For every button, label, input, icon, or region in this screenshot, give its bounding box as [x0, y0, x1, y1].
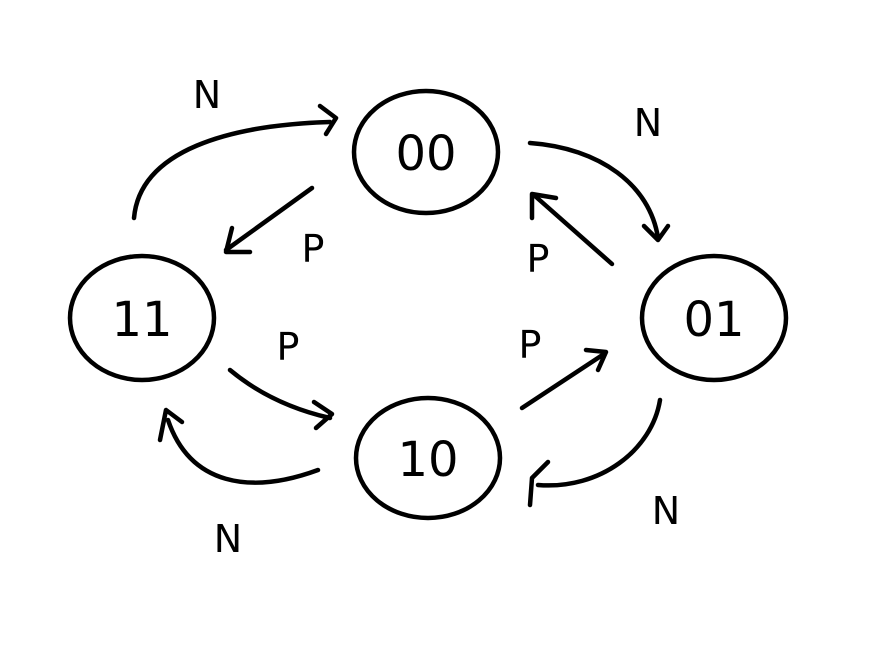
- state-node-10: 10: [353, 395, 503, 521]
- transition-01-to-10-N: N: [527, 397, 680, 533]
- edge-label-11-00: N: [193, 73, 221, 117]
- arrowhead-11-10: [311, 399, 335, 431]
- arrow-00-01: [527, 140, 661, 241]
- state-label-00: 00: [395, 126, 456, 182]
- arrow-00-11: [223, 185, 315, 253]
- edge-label-10-11: N: [214, 517, 242, 561]
- state-circle-00: [351, 88, 501, 216]
- transition-10-to-01-P: P: [519, 323, 609, 411]
- arrowhead-10-11: [157, 407, 185, 443]
- arrow-10-11: [165, 417, 321, 485]
- arrowhead-01-10: [527, 459, 551, 508]
- arrowhead-00-01: [641, 223, 671, 243]
- state-node-11: 11: [67, 253, 217, 383]
- edge-label-01-00: P: [527, 237, 550, 281]
- arrowhead-10-01: [583, 347, 609, 373]
- arrowhead-11-00: [317, 103, 339, 137]
- transition-00-to-01-N: N: [527, 101, 671, 243]
- edge-label-00-11: P: [302, 227, 325, 271]
- state-label-01: 01: [683, 292, 744, 348]
- transition-11-to-00-N: N: [131, 73, 339, 221]
- arrowhead-00-11: [223, 225, 253, 255]
- arrow-01-10: [535, 397, 663, 488]
- state-label-11: 11: [111, 292, 172, 348]
- state-circle-11: [67, 253, 217, 383]
- edge-label-10-01: P: [519, 323, 542, 367]
- state-label-10: 10: [397, 432, 458, 488]
- transition-10-to-11-N: N: [157, 407, 321, 561]
- state-node-00: 00: [351, 88, 501, 216]
- edge-label-00-01: N: [634, 101, 662, 145]
- state-circle-10: [353, 395, 503, 521]
- state-node-01: 01: [639, 253, 789, 383]
- arrowhead-01-00: [529, 191, 559, 221]
- arrow-11-10: [227, 367, 333, 421]
- arrow-01-00: [532, 193, 615, 267]
- transition-01-to-00-P: P: [527, 191, 615, 281]
- edge-label-11-10: P: [277, 325, 300, 369]
- state-circle-01: [639, 253, 789, 383]
- arrow-11-00: [131, 119, 333, 221]
- transition-00-to-11-P: P: [223, 185, 325, 271]
- transition-11-to-10-P: P: [227, 325, 335, 431]
- edge-label-01-10: N: [652, 489, 680, 533]
- arrow-10-01: [519, 351, 607, 411]
